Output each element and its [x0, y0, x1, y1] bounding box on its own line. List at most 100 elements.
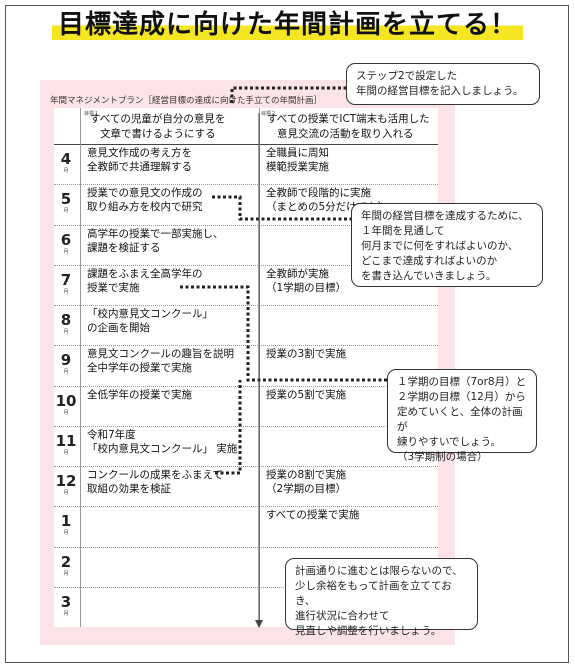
cell-line: 課題をふまえ全高学年の [87, 267, 203, 280]
cell-line: （1学期の目標） [266, 281, 347, 294]
goal2-note: 目標２ [261, 111, 277, 117]
goal2-cell: 授業の3割で実施 [266, 347, 346, 361]
callout-line: 定めていくと、全体の計画が [397, 406, 523, 433]
plan-label: 年間マネジメントプラン［経営目標の達成に向けた手立ての年間計画］ [50, 96, 323, 106]
cell-line: 意見文コンクールの趣旨を説明 [87, 348, 234, 361]
cell-line: すべての授業で実施 [266, 509, 360, 522]
month-number: 6 [60, 230, 72, 249]
title-area: 目標達成に向けた年間計画を立てる！ [0, 8, 575, 42]
cell-line: 全教師で共通理解する [87, 161, 192, 173]
cell-line: 模範授業実施 [266, 161, 329, 173]
goal1-cell: 課題をふまえ全高学年の授業で実施 [87, 267, 203, 295]
callout-line: 練りやすいでしょう。 [397, 436, 502, 448]
cell-line: （2学期の目標） [266, 483, 347, 495]
cell-line: 全中学年の授業で実施 [87, 362, 192, 375]
callout-line: どこまで達成すればよいのか [361, 255, 498, 267]
cell-line: 授業での意見文の作成の [87, 187, 203, 200]
goal2-text: すべての授業でICT端末も活用した 意見交流の活動を取り入れる [267, 112, 430, 142]
goal2-cell: 全教師が実施（1学期の目標） [266, 267, 346, 295]
month-number: 5 [60, 190, 72, 209]
callout-line: 年間の経営目標を達成するために、 [361, 210, 529, 222]
goal1-cell: 全低学年の授業で実施 [87, 388, 192, 402]
month-number: 12 [55, 472, 77, 490]
month-number: 2 [60, 552, 72, 571]
month-number: 9 [60, 351, 72, 370]
cell-line: 全低学年の授業で実施 [87, 388, 192, 401]
page-title: 目標達成に向けた年間計画を立てる！ [51, 8, 523, 42]
cell-line: 「校内意見文コンクール」 実施 [87, 442, 238, 455]
goal2-line: すべての授業でICT端末も活用した [267, 113, 430, 125]
month-unit: 月 [63, 530, 69, 537]
month-unit: 月 [63, 409, 69, 416]
goal1-line: 文章で書けるようにする [100, 128, 216, 140]
month-number: 7 [60, 270, 72, 289]
month-number: 10 [55, 391, 77, 410]
callout-term-goals: １学期の目標（7or8月）と ２学期の目標（12月）から 定めていくと、全体の計… [387, 369, 537, 463]
cell-line: 授業の5割で実施 [266, 388, 347, 401]
cell-line: 授業の3割で実施 [266, 348, 347, 361]
cell-line: 授業の8割で実施 [266, 469, 347, 481]
table-header: 目標１ すべての児童が自分の意見を 文章で書けるようにする 目標２ すべての授業… [54, 108, 438, 145]
month-number: 8 [60, 311, 72, 329]
month-unit: 月 [63, 329, 69, 335]
cell-line: 全教師で段階的に実施 [266, 187, 371, 200]
cell-line: 課題を検証する [87, 241, 161, 254]
callout-line: 何月までに何をすればよいのか、 [361, 240, 519, 252]
goal1-text: すべての児童が自分の意見を 文章で書けるようにする [90, 112, 225, 142]
goal1-cell: 授業での意見文の作成の取り組み方を校内で研究 [87, 186, 203, 214]
callout-line: （3学期制の場合） [397, 451, 488, 463]
cell-line: 取組の効果を検証 [87, 483, 171, 495]
callout-line: 年間の経営目標を記入しましょう。 [356, 85, 524, 97]
month-unit: 月 [63, 208, 69, 215]
month-unit: 月 [63, 248, 69, 255]
month-number: 1 [60, 512, 72, 531]
callout-write-goals: ステップ2で設定した 年間の経営目標を記入しましょう。 [346, 63, 540, 105]
callout-yearly-outlook: 年間の経営目標を達成するために、 １年間を見通して 何月までに何をすればよいのか… [351, 203, 543, 287]
cell-line: 「校内意見文コンクール」 [87, 308, 213, 320]
goal1-cell: 意見文コンクールの趣旨を説明全中学年の授業で実施 [87, 347, 234, 375]
goal2-cell: 授業の5割で実施 [266, 388, 346, 402]
month-unit: 月 [63, 369, 69, 376]
cell-line: 全職員に周知 [266, 147, 329, 159]
goal2-cell: すべての授業で実施 [266, 508, 359, 522]
month-unit: 月 [63, 490, 69, 496]
month-number: 11 [55, 431, 77, 450]
month-unit: 月 [63, 570, 69, 577]
callout-line: 少し余裕をもって計画を立てておき、 [295, 580, 452, 607]
goal1-cell: 「校内意見文コンクール」の企画を開始 [87, 307, 213, 335]
month-unit: 月 [63, 610, 69, 617]
callout-line: を書き込んでいきましょう。 [361, 270, 497, 282]
month-unit: 月 [63, 449, 69, 456]
callout-line: １年間を見通して [361, 225, 445, 237]
cell-line: 令和7年度 [87, 428, 136, 441]
plan-table: 目標１ すべての児童が自分の意見を 文章で書けるようにする 目標２ すべての授業… [54, 108, 438, 627]
cell-line: 授業で実施 [87, 281, 140, 294]
goal1-note: 目標１ [84, 111, 100, 117]
callout-line: 進行状況に合わせて [295, 610, 390, 622]
cell-line: 取り組み方を校内で研究 [87, 201, 203, 214]
month-column-divider [80, 108, 81, 627]
month-number: 3 [60, 592, 72, 611]
month-unit: 月 [63, 168, 69, 174]
callout-line: ステップ2で設定した [356, 70, 458, 82]
callout-leave-margin: 計画通りに進むとは限らないので、 少し余裕をもって計画を立てておき、 進行状況に… [285, 558, 478, 637]
month-unit: 月 [63, 288, 69, 295]
goal2-cell: 全職員に周知模範授業実施 [266, 146, 329, 174]
goal1-cell: 高学年の授業で一部実施し、課題を検証する [87, 227, 224, 255]
goal1-line: すべての児童が自分の意見を [90, 113, 226, 125]
